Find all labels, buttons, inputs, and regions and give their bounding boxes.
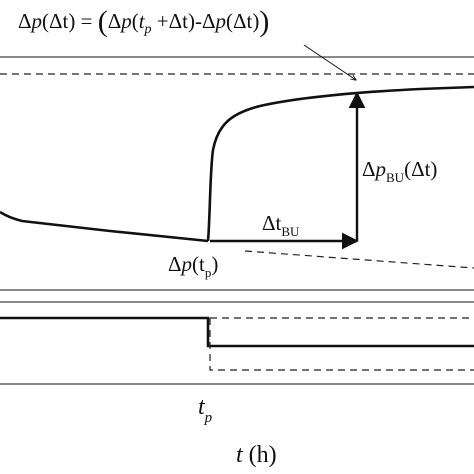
production-rate-step-line: [0, 316, 474, 348]
time-axis-title: t (h): [236, 442, 277, 468]
superposition-rate-dashed-lower: [209, 318, 474, 371]
delta-p-bu-label: ΔpBU(Δt): [362, 157, 437, 185]
equation-pointer-arrow: [303, 44, 356, 80]
delta-t-bu-label: ΔtBU: [262, 211, 300, 239]
extrapolated-drawdown-dashed-curve: [244, 250, 474, 269]
tp-axis-label: tp: [198, 394, 213, 426]
delta-p-tp-label: Δp(tp): [168, 252, 218, 280]
drawdown-pressure-curve: [0, 210, 209, 243]
equation-label: Δp(Δt) = (Δp(tp +Δt)-Δp(Δt)): [18, 5, 269, 38]
